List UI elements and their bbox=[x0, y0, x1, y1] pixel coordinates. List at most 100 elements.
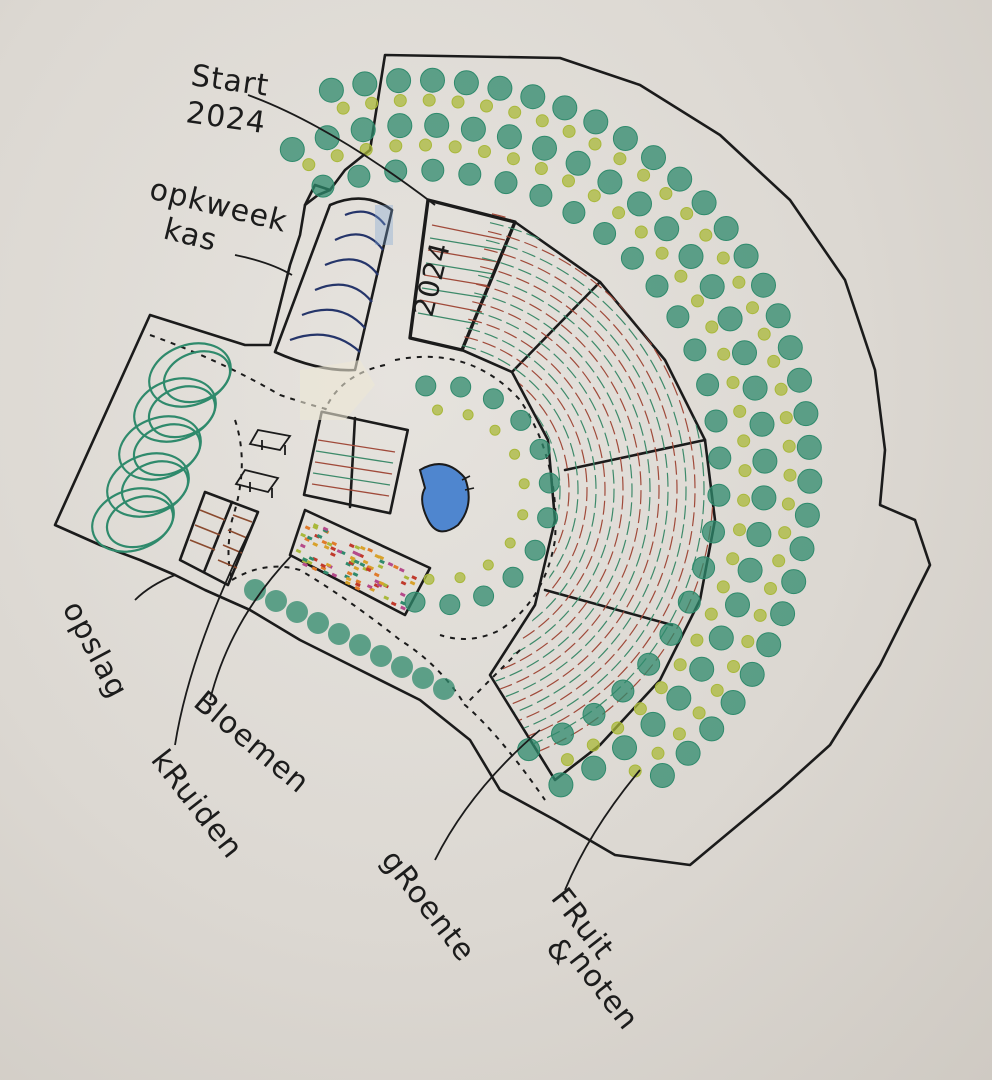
tree bbox=[318, 77, 344, 103]
storage-circle bbox=[162, 350, 232, 404]
shrub bbox=[733, 523, 746, 537]
shrub bbox=[738, 464, 752, 478]
flower-mark bbox=[331, 541, 338, 547]
tree bbox=[794, 502, 820, 528]
tree bbox=[645, 274, 669, 298]
shrub bbox=[462, 409, 474, 421]
bed-row-line bbox=[468, 318, 606, 657]
tree bbox=[458, 162, 482, 186]
tree bbox=[412, 667, 434, 689]
flower-mark bbox=[306, 535, 313, 541]
storage-circle bbox=[133, 377, 217, 443]
shrub bbox=[422, 93, 436, 107]
shrub bbox=[726, 552, 740, 566]
shrub bbox=[659, 187, 673, 200]
tree bbox=[593, 222, 617, 245]
shrub bbox=[741, 635, 755, 648]
flower-mark bbox=[359, 562, 366, 568]
bench-icon bbox=[234, 428, 292, 498]
shrub bbox=[733, 404, 747, 418]
shrub bbox=[779, 411, 793, 425]
tree bbox=[654, 216, 680, 242]
flower-mark bbox=[345, 561, 352, 567]
label-groente: gRoente bbox=[374, 843, 483, 968]
tree bbox=[637, 652, 661, 676]
tree bbox=[439, 594, 461, 616]
tree bbox=[347, 164, 371, 188]
flower-mark bbox=[302, 557, 308, 563]
flower-mark bbox=[320, 565, 327, 571]
tree bbox=[702, 520, 725, 544]
shrub bbox=[451, 95, 465, 109]
tree bbox=[696, 373, 720, 397]
shrub bbox=[782, 439, 796, 453]
tree bbox=[562, 201, 586, 224]
leader-lines bbox=[134, 94, 641, 891]
shrub bbox=[586, 738, 600, 752]
shrub bbox=[781, 497, 795, 511]
tree bbox=[699, 716, 725, 742]
shrub bbox=[637, 168, 651, 182]
tree bbox=[328, 623, 350, 645]
tree bbox=[720, 690, 746, 715]
tree bbox=[620, 246, 644, 270]
tree bbox=[552, 95, 578, 121]
flower-mark bbox=[411, 575, 418, 581]
shrub bbox=[611, 721, 625, 735]
shrub bbox=[535, 114, 549, 128]
tree bbox=[732, 340, 757, 366]
shrub bbox=[517, 509, 529, 521]
tree bbox=[746, 522, 772, 547]
flower-mark bbox=[331, 572, 338, 578]
flower-mark bbox=[367, 547, 374, 553]
shrub bbox=[613, 152, 627, 166]
tree bbox=[460, 116, 486, 142]
tree bbox=[765, 303, 791, 329]
shrub bbox=[478, 145, 491, 158]
tree bbox=[704, 409, 728, 433]
tree-rows bbox=[244, 67, 823, 798]
tree bbox=[677, 590, 701, 614]
tree bbox=[387, 113, 413, 139]
tree bbox=[678, 244, 704, 269]
tape-patch bbox=[300, 360, 375, 420]
flower-mark bbox=[350, 559, 357, 564]
flower-mark bbox=[365, 567, 372, 573]
greenhouse bbox=[273, 197, 394, 372]
shrub bbox=[767, 354, 781, 368]
flower-mark bbox=[311, 566, 318, 572]
tree bbox=[517, 738, 541, 762]
vegetable-beds bbox=[458, 213, 717, 782]
tree bbox=[551, 722, 574, 746]
tree bbox=[707, 483, 731, 507]
flower-mark bbox=[362, 559, 369, 565]
shrub bbox=[560, 753, 574, 767]
tree bbox=[649, 763, 675, 788]
shrub bbox=[753, 608, 767, 622]
shrub bbox=[506, 152, 520, 166]
shrub bbox=[587, 189, 601, 203]
flower-mark bbox=[312, 542, 319, 547]
tree bbox=[350, 117, 376, 143]
flower-mark bbox=[295, 548, 302, 554]
flower-mark bbox=[354, 582, 361, 588]
shrub bbox=[672, 727, 686, 741]
label-kruiden: kRuiden bbox=[144, 743, 250, 865]
flower-mark bbox=[321, 539, 328, 545]
tree bbox=[420, 67, 445, 93]
tree bbox=[612, 126, 638, 151]
pond-icon bbox=[418, 463, 475, 533]
shrub bbox=[783, 468, 797, 482]
label-bloemen: Bloemen bbox=[187, 684, 316, 800]
shrub bbox=[336, 101, 350, 115]
flower-mark bbox=[409, 580, 416, 586]
shrub bbox=[365, 96, 379, 110]
tree bbox=[797, 468, 823, 494]
flower-mark bbox=[368, 565, 375, 571]
flower-mark bbox=[304, 536, 311, 542]
tree bbox=[717, 306, 743, 332]
shrub bbox=[772, 554, 786, 568]
tree bbox=[699, 274, 725, 300]
storage-circle bbox=[118, 415, 202, 481]
shrub bbox=[612, 206, 626, 220]
